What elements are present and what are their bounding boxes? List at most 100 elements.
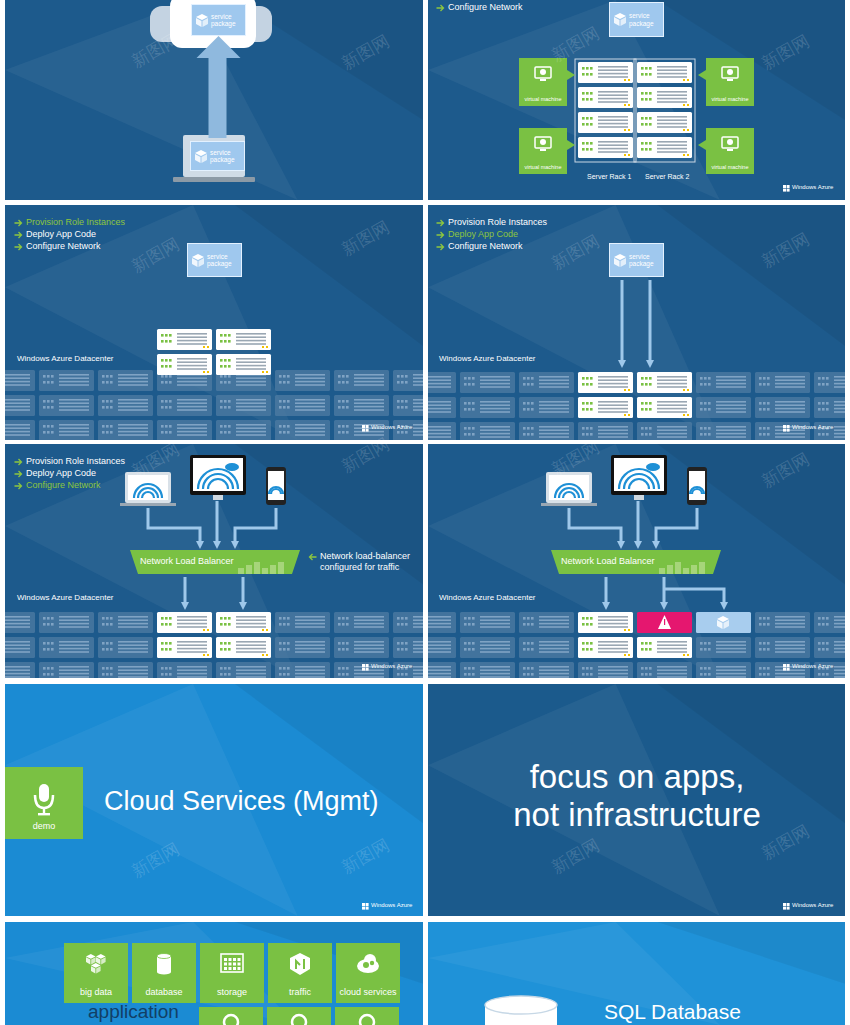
rack-slot [775,648,805,650]
rack-slot [295,648,325,650]
rack-slot [834,379,845,381]
rack-led [47,667,50,670]
load-bar [254,562,260,574]
rack-slot [598,673,628,675]
rack-led [165,400,168,403]
datacenter-grid [428,612,845,678]
monitor-mark [540,69,546,75]
server-led [228,359,231,362]
rack-led [161,425,164,428]
rack-led [649,377,652,380]
rack-slot [59,374,89,376]
rack-led [763,623,766,626]
rack-body [637,372,692,393]
rack-slot [118,673,148,675]
rack-slot [598,669,628,671]
rack-led [822,623,825,626]
windows-logo [783,425,790,432]
server-led [649,98,652,101]
server-unit [216,637,271,658]
rack-unit [578,372,633,393]
cube-icon [614,13,626,26]
rack-slot [5,626,30,628]
rack-slot [716,404,746,406]
server-unit [578,87,633,108]
rack-body [460,612,515,633]
rack-slot [59,402,89,404]
server-led [582,402,585,405]
rack-slot [428,676,451,678]
server-body [637,62,692,83]
rack-led [165,431,168,434]
rack-led [342,642,345,645]
rack-slot [118,676,148,678]
rack-led [106,667,109,670]
rack-led [531,623,534,626]
rack-unit [157,420,212,440]
server-led [224,642,227,645]
rack-slot [428,651,451,653]
load-bar [691,565,697,574]
facet [657,922,845,984]
node-text: traffic [289,988,311,998]
rack-led [220,648,223,651]
deploy-arrow [649,280,652,364]
rack-body [460,662,515,678]
load-bar [262,568,268,574]
server-slot [598,94,628,96]
rack-slot [354,651,384,653]
rack-slot [657,408,687,410]
bullet-arrow [436,243,445,251]
rack-led [287,673,290,676]
rack-slot [480,626,510,628]
server-slot [657,119,687,121]
tile-box: traffic [268,943,332,1003]
rack-unit [157,662,212,678]
rack-unit [519,372,574,393]
rack-led [228,617,231,620]
server-led [683,79,685,81]
server-led [262,629,264,631]
rack-slot [539,641,569,643]
rack-led [401,673,404,676]
rack-led [397,642,400,645]
rack-led [220,375,223,378]
server-led [169,617,172,620]
rack-led [346,431,349,434]
rack-led [708,642,711,645]
server-slot [236,626,266,628]
rack-unit [98,420,153,440]
monitor-outline [722,67,738,78]
rack-slot [59,619,89,621]
rack-led [649,427,652,430]
rack-unit [393,395,423,416]
rack-unit [98,612,153,633]
server-led [645,92,648,95]
rack-led [531,673,534,676]
rack-unit [696,397,751,418]
logo-pane [366,664,369,667]
rack-slot [539,623,569,625]
rack-slot [657,383,687,385]
rack-slot [834,623,845,625]
rack-body [428,662,456,678]
rack-body [814,397,845,418]
server-led [641,408,644,411]
rack-body [428,397,456,418]
rack-slot [598,616,628,618]
monitor-foot [727,79,733,81]
server-led [641,73,644,76]
rack-slot [716,429,746,431]
server-led [220,365,223,368]
rack-led [763,667,766,670]
rack-body [5,420,35,440]
server-led [586,383,589,386]
server-body [637,397,692,418]
rack-led [279,431,282,434]
facet [235,205,423,346]
rack-body [216,420,271,440]
server-unit [578,612,633,633]
rack-slot [236,644,266,646]
rack-slot [354,648,384,650]
server-led [203,654,205,656]
